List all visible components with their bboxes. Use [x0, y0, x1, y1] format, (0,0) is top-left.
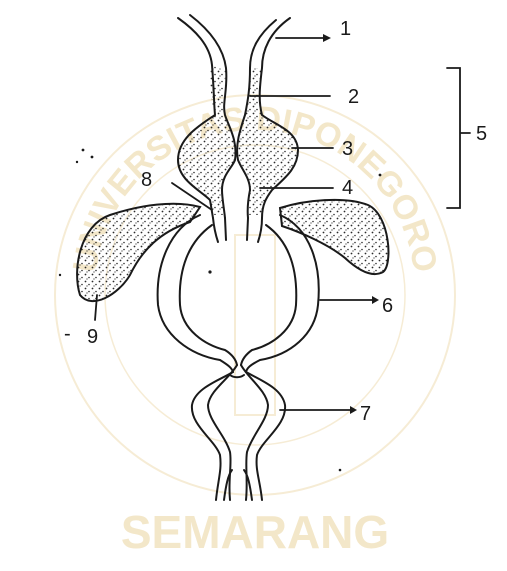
label-6: 6: [382, 295, 393, 317]
left-horn-inner: [180, 225, 237, 365]
cervix-right-outer: [246, 372, 285, 500]
cervix-right-inner: [241, 365, 268, 500]
arrow-6: [372, 296, 379, 304]
label-8: 8: [141, 169, 152, 191]
bracket-5: [447, 68, 470, 208]
label-9: 9: [87, 326, 98, 348]
svg-text:-: -: [64, 323, 71, 345]
right-ovary: [280, 200, 388, 274]
label-2: 2: [348, 86, 359, 108]
right-horn-inner: [241, 225, 296, 365]
right-oviduct-fill: [237, 68, 298, 215]
label-3: 3: [342, 138, 353, 160]
arrow-1: [323, 34, 331, 42]
watermark-bottom-text: SEMARANG: [121, 506, 389, 558]
label-5: 5: [476, 123, 487, 145]
cervix-left-inner: [208, 365, 237, 500]
label-7: 7: [360, 403, 371, 425]
label-4: 4: [342, 177, 353, 199]
label-1: 1: [340, 18, 351, 40]
